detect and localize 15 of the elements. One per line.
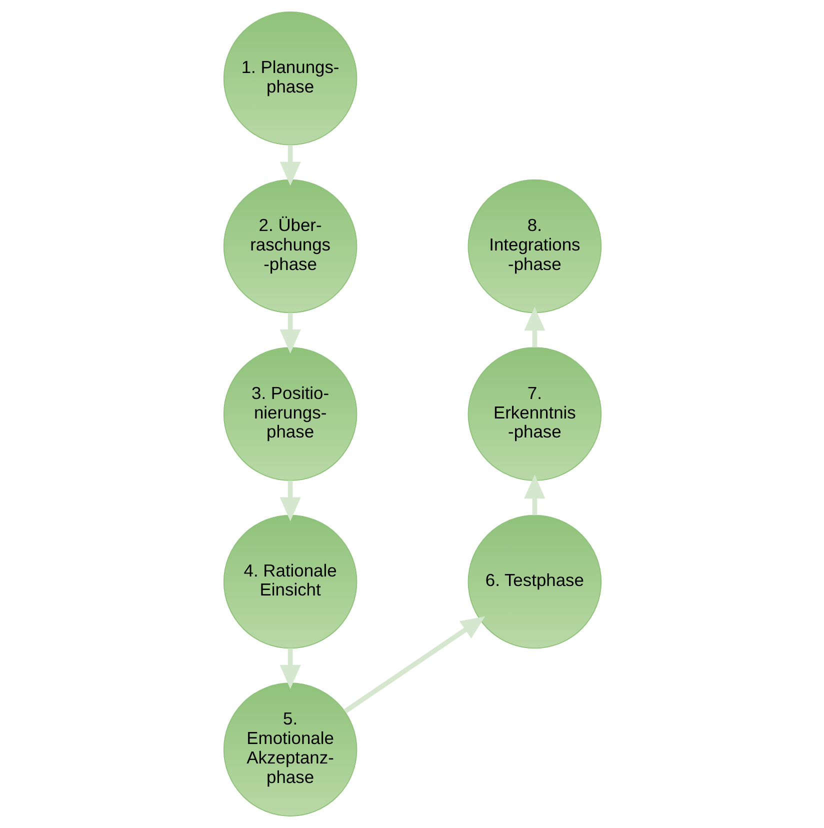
- arrow: [524, 474, 545, 516]
- node-circle: 1. Planungs- phase: [222, 12, 357, 146]
- node-circle: 2. Über- raschungs -phase: [222, 179, 357, 314]
- arrow: [279, 648, 300, 690]
- node-circle: 6. Testphase: [467, 514, 602, 649]
- arrow: [343, 616, 485, 714]
- node-circle: 8. Integrations -phase: [467, 179, 602, 314]
- node-circle: 5. Emotionale Akzeptanz- phase: [222, 682, 357, 816]
- node-circle: 4. Rationale Einsicht: [222, 514, 357, 649]
- arrow: [279, 312, 300, 354]
- node-circle: 7. Erkenntnis -phase: [467, 347, 602, 481]
- node-circle: 3. Positio- nierungs- phase: [222, 347, 357, 481]
- arrow: [279, 480, 300, 522]
- arrow: [279, 144, 300, 186]
- arrow: [524, 306, 545, 348]
